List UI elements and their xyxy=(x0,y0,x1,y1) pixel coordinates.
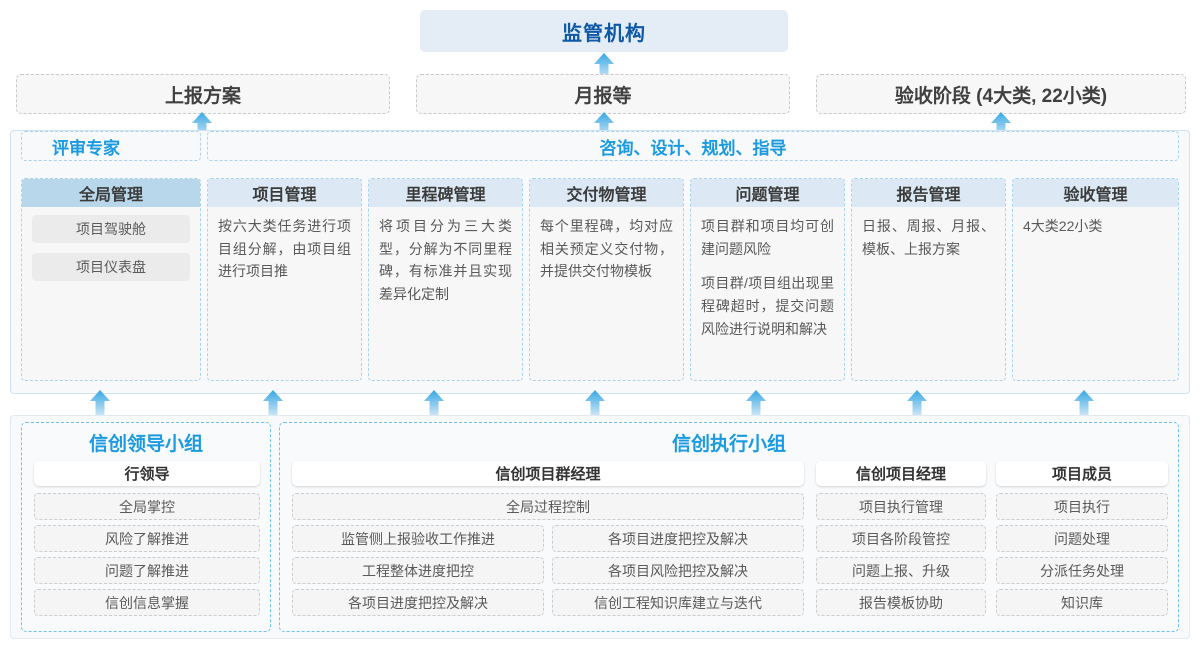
band-label: 评审专家 xyxy=(52,138,120,158)
role-item[interactable]: 问题上报、升级 xyxy=(816,557,986,584)
role-item-pair: 各项目进度把控及解决 信创工程知识库建立与迭代 xyxy=(292,589,804,621)
column-title: 全局管理 xyxy=(22,179,200,207)
management-column-milestone[interactable]: 里程碑管理 将项目分为三大类型，分解为不同里程碑，有标准并且实现差异化定制 xyxy=(368,178,523,381)
role-item[interactable]: 项目执行 xyxy=(996,493,1168,520)
role-item[interactable]: 问题了解推进 xyxy=(34,557,260,584)
role-item[interactable]: 项目执行管理 xyxy=(816,493,986,520)
role-item[interactable]: 监管侧上报验收工作推进 xyxy=(292,525,544,552)
column-paragraph: 按六大类任务进行项目组分解，由项目组进行项目推 xyxy=(218,218,351,280)
role-column-project-manager: 信创项目经理 项目执行管理 项目各阶段管控 问题上报、升级 报告模板协助 xyxy=(816,461,986,621)
role-item[interactable]: 分派任务处理 xyxy=(996,557,1168,584)
band-consulting-design: 咨询、设计、规划、指导 xyxy=(207,131,1179,161)
column-title: 问题管理 xyxy=(691,179,844,207)
arrow-up-icon xyxy=(584,390,606,416)
role-item[interactable]: 各项目进度把控及解决 xyxy=(552,525,804,552)
column-paragraph: 每个里程碑，均对应相关预定义交付物，并提供交付物模板 xyxy=(540,218,673,280)
role-item[interactable]: 全局过程控制 xyxy=(292,493,804,520)
report-box-label: 上报方案 xyxy=(164,85,241,107)
role-item[interactable]: 报告模板协助 xyxy=(816,589,986,616)
band-review-experts: 评审专家 xyxy=(21,131,201,161)
column-paragraph: 项目群/项目组出现里程碑超时，提交问题风险进行说明和解决 xyxy=(701,275,834,337)
management-column-issue[interactable]: 问题管理 项目群和项目均可创建问题风险 项目群/项目组出现里程碑超时，提交问题风… xyxy=(690,178,845,381)
role-item[interactable]: 各项目进度把控及解决 xyxy=(292,589,544,616)
role-item[interactable]: 信创信息掌握 xyxy=(34,589,260,616)
management-column-project[interactable]: 项目管理 按六大类任务进行项目组分解，由项目组进行项目推 xyxy=(207,178,362,381)
arrow-up-icon xyxy=(1073,390,1095,416)
role-head[interactable]: 信创项目群经理 xyxy=(292,461,804,486)
column-title: 项目管理 xyxy=(208,179,361,207)
column-paragraph: 项目群和项目均可创建问题风险 xyxy=(701,218,834,257)
role-head[interactable]: 行领导 xyxy=(34,461,260,486)
report-box-acceptance: 验收阶段 (4大类, 22小类) xyxy=(816,74,1186,114)
regulator-box: 监管机构 xyxy=(420,10,788,52)
chip-item[interactable]: 项目驾驶舱 xyxy=(32,215,190,243)
group-execution: 信创执行小组 信创项目群经理 全局过程控制 监管侧上报验收工作推进 各项目进度把… xyxy=(279,422,1179,632)
role-item[interactable]: 知识库 xyxy=(996,589,1168,616)
column-title: 报告管理 xyxy=(852,179,1005,207)
role-item[interactable]: 全局掌控 xyxy=(34,493,260,520)
regulator-label: 监管机构 xyxy=(562,22,646,45)
management-column-report[interactable]: 报告管理 日报、周报、月报、模板、上报方案 xyxy=(851,178,1006,381)
management-column-acceptance[interactable]: 验收管理 4大类22小类 xyxy=(1012,178,1179,381)
role-item[interactable]: 工程整体进度把控 xyxy=(292,557,544,584)
report-box-label: 验收阶段 (4大类, 22小类) xyxy=(894,85,1108,107)
role-item[interactable]: 各项目风险把控及解决 xyxy=(552,557,804,584)
column-paragraph: 日报、周报、月报、模板、上报方案 xyxy=(862,218,995,257)
bottom-panel: 信创领导小组 行领导 全局掌控 风险了解推进 问题了解推进 信创信息掌握 信创执… xyxy=(10,415,1190,639)
report-box-monthly: 月报等 xyxy=(416,74,790,114)
arrow-up-icon xyxy=(745,390,767,416)
chip-item[interactable]: 项目仪表盘 xyxy=(32,253,190,281)
arrow-up-icon xyxy=(906,390,928,416)
arrow-up-icon xyxy=(423,390,445,416)
report-box-plan: 上报方案 xyxy=(16,74,390,114)
role-item-pair: 工程整体进度把控 各项目风险把控及解决 xyxy=(292,557,804,589)
column-title: 交付物管理 xyxy=(530,179,683,207)
column-title: 里程碑管理 xyxy=(369,179,522,207)
arrow-up-icon xyxy=(89,390,111,416)
report-box-label: 月报等 xyxy=(574,85,632,107)
role-head[interactable]: 信创项目经理 xyxy=(816,461,986,486)
management-column-deliverable[interactable]: 交付物管理 每个里程碑，均对应相关预定义交付物，并提供交付物模板 xyxy=(529,178,684,381)
role-column-bank-leader: 行领导 全局掌控 风险了解推进 问题了解推进 信创信息掌握 xyxy=(34,461,260,621)
band-label: 咨询、设计、规划、指导 xyxy=(599,138,787,158)
management-column-global[interactable]: 全局管理 项目驾驶舱 项目仪表盘 xyxy=(21,178,201,381)
arrow-up-icon xyxy=(262,390,284,416)
role-column-program-manager: 信创项目群经理 全局过程控制 监管侧上报验收工作推进 各项目进度把控及解决 工程… xyxy=(292,461,804,621)
column-paragraph: 4大类22小类 xyxy=(1023,218,1103,234)
role-item[interactable]: 风险了解推进 xyxy=(34,525,260,552)
group-title: 信创执行小组 xyxy=(671,434,786,455)
role-column-project-member: 项目成员 项目执行 问题处理 分派任务处理 知识库 xyxy=(996,461,1168,621)
column-title: 验收管理 xyxy=(1013,179,1178,207)
middle-panel: 评审专家 咨询、设计、规划、指导 全局管理 项目驾驶舱 项目仪表盘 项目管理 按… xyxy=(10,130,1190,394)
role-item-pair: 监管侧上报验收工作推进 各项目进度把控及解决 xyxy=(292,525,804,557)
group-title: 信创领导小组 xyxy=(88,434,203,455)
column-paragraph: 将项目分为三大类型，分解为不同里程碑，有标准并且实现差异化定制 xyxy=(379,218,512,303)
group-leadership: 信创领导小组 行领导 全局掌控 风险了解推进 问题了解推进 信创信息掌握 xyxy=(21,422,271,632)
role-item[interactable]: 项目各阶段管控 xyxy=(816,525,986,552)
role-item[interactable]: 信创工程知识库建立与迭代 xyxy=(552,589,804,616)
role-head[interactable]: 项目成员 xyxy=(996,461,1168,486)
role-item[interactable]: 问题处理 xyxy=(996,525,1168,552)
